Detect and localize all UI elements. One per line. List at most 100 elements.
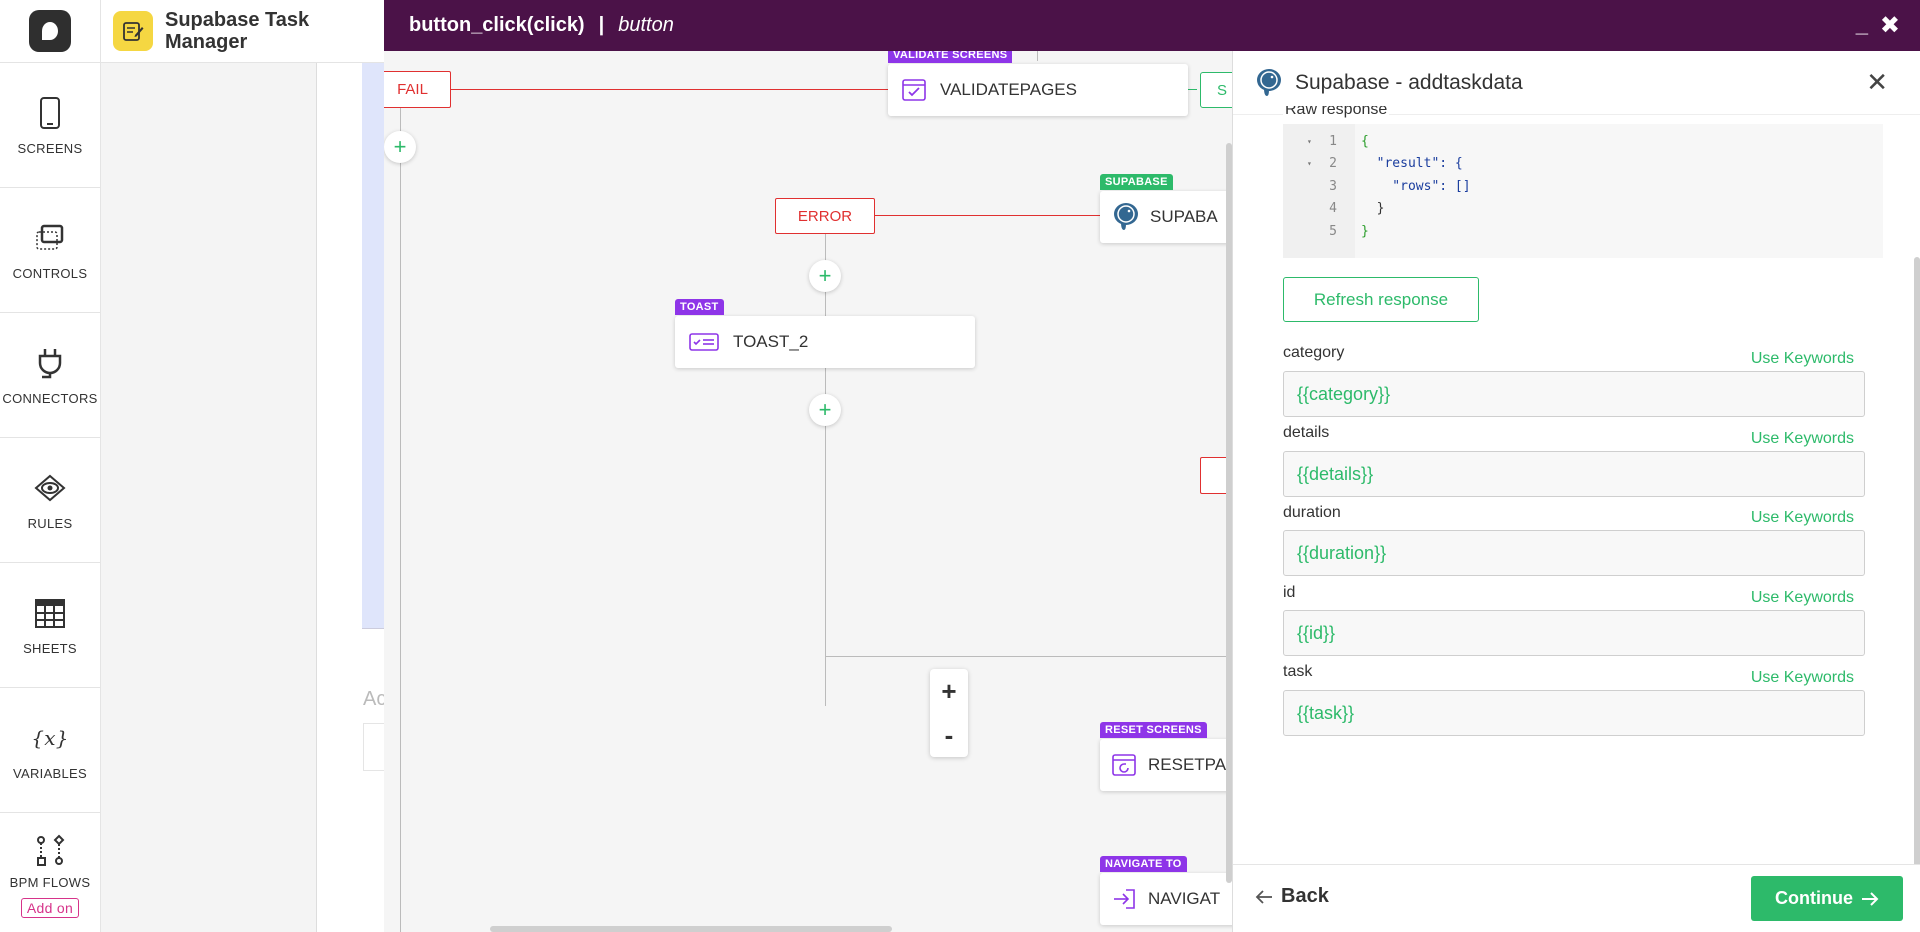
code-line: 5} [1283,220,1883,243]
sidebar-item-label: BPM FLOWS [9,875,91,890]
app-logo-icon[interactable] [29,10,71,52]
continue-label: Continue [1775,888,1853,908]
use-keywords-link[interactable]: Use Keywords [1750,589,1854,606]
raw-response-code[interactable]: ▾1{ ▾2 "result": { 3 "rows": [] 4 } 5} [1283,124,1883,258]
flow-canvas[interactable]: FAIL + VALIDATE SCREENS VALIDATEPAGES S … [384,51,1232,932]
node-label: NAVIGAT [1148,889,1221,908]
fold-toggle-icon[interactable]: ▾ [1307,136,1312,146]
code-lines: ▾1{ ▾2 "result": { 3 "rows": [] 4 } 5} [1283,130,1883,243]
supabase-node[interactable]: SUPABASE SUPABA [1100,174,1232,243]
flow-connector-line [1187,89,1197,90]
sidebar-item-controls[interactable]: CONTROLS [0,188,100,313]
code-text: "result": { [1361,156,1463,172]
code-line: ▾ 1 { [1283,130,1883,153]
fail-label: FAIL [397,81,428,98]
node-label: SUPABA [1150,207,1218,226]
sidebar-item-bpm-flows[interactable]: BPM FLOWS Add on [0,813,100,932]
error-label: ERROR [797,207,853,225]
add-step-button[interactable]: + [809,394,841,426]
use-keywords-link[interactable]: Use Keywords [1750,509,1854,526]
add-on-badge[interactable]: Add on [20,898,80,918]
code-text: { [1361,133,1369,149]
task-input[interactable]: {{task}} [1283,690,1865,736]
error-node[interactable]: ERROR [775,198,875,234]
sidebar-item-label: CONNECTORS [2,390,98,406]
success-node-partial[interactable]: S [1200,72,1232,108]
node-tag: NAVIGATE TO [1100,856,1187,872]
postgres-elephant-icon [1114,203,1138,230]
resetpages-node[interactable]: RESET SCREENS RESETPA [1100,722,1232,791]
node-tag: RESET SCREENS [1100,722,1207,738]
flow-horizontal-scrollbar[interactable] [490,926,892,932]
toast-message-icon [689,333,719,351]
eye-icon [34,474,66,501]
faded-background-text: Ac [363,688,387,710]
node-tag: TOAST [675,299,724,315]
flow-connector-line [825,656,1232,657]
table-icon [35,598,65,628]
svg-text:{x}: {x} [32,726,68,750]
back-button[interactable]: Back [1255,885,1329,908]
field-label-id: id [1283,584,1296,601]
fold-toggle-icon[interactable]: ▾ [1307,159,1312,169]
plug-icon [38,348,62,378]
tablet-icon [40,96,60,129]
zoom-in-button[interactable]: + [941,675,957,706]
category-input[interactable]: {{category}} [1283,371,1865,417]
navigate-arrow-icon [1114,889,1135,909]
details-input[interactable]: {{details}} [1283,451,1865,497]
sidebar-item-sheets[interactable]: SHEETS [0,563,100,688]
logo-box [0,0,100,63]
refresh-response-button[interactable]: Refresh response [1283,277,1479,322]
node-label: TOAST_2 [733,332,809,351]
sidebar-item-rules[interactable]: RULES [0,438,100,563]
zoom-out-button[interactable]: - [944,719,954,750]
node-tag: VALIDATE SCREENS [888,51,1013,63]
close-icon[interactable]: ✕ [1866,67,1888,97]
use-keywords-link[interactable]: Use Keywords [1750,669,1854,686]
sidebar-item-label: SCREENS [17,140,83,156]
duration-input[interactable]: {{duration}} [1283,530,1865,576]
use-keywords-link[interactable]: Use Keywords [1750,430,1854,447]
panel-scrollbar[interactable] [1914,257,1920,867]
flow-connector-line [1037,51,1038,61]
line-number: 3 [1329,178,1337,194]
app-title-bar: Supabase Task Manager [101,0,391,63]
sidebar-item-label: SHEETS [23,640,77,656]
use-keywords-link[interactable]: Use Keywords [1750,350,1854,367]
close-icon[interactable]: ✖ [1879,12,1900,39]
postgres-elephant-icon [1257,68,1281,96]
flow-editor-modal: button_click(click) | button _ ✖ FAIL + … [384,0,1920,932]
reset-screen-icon [1112,754,1136,776]
connector-config-panel: Supabase - addtaskdata ✕ ▾1{ ▾2 "result"… [1232,51,1920,932]
code-line: 4 } [1283,198,1883,221]
code-text: } [1361,223,1369,239]
modal-title: button_click(click) [409,14,585,36]
code-line: ▾2 "result": { [1283,153,1883,176]
title-separator: | [598,14,605,36]
add-step-button[interactable]: + [809,260,841,292]
field-label-category: category [1283,344,1345,361]
sidebar-item-label: RULES [27,515,73,531]
sidebar-item-screens[interactable]: SCREENS [0,63,100,188]
add-step-button[interactable]: + [384,131,416,163]
sidebar-item-variables[interactable]: {x} VARIABLES [0,688,100,813]
continue-button[interactable]: Continue [1751,876,1903,921]
toast-node[interactable]: TOAST TOAST_2 [675,299,975,368]
notepad-icon [113,11,153,51]
fail-node[interactable]: FAIL [384,71,451,108]
line-number: 1 [1329,133,1337,149]
validate-screen-icon [902,79,926,101]
id-input[interactable]: {{id}} [1283,610,1865,656]
navigate-node[interactable]: NAVIGATE TO NAVIGAT [1100,856,1232,925]
sidebar-item-connectors[interactable]: CONNECTORS [0,313,100,438]
arrow-right-icon [1862,891,1879,906]
validatepages-node[interactable]: VALIDATE SCREENS VALIDATEPAGES [888,51,1188,116]
flow-connector-line [825,232,826,706]
node-label: S [1217,81,1228,99]
flow-vertical-scrollbar[interactable] [1226,143,1232,883]
minimize-icon[interactable]: _ [1855,12,1868,37]
flow-connector-line [450,89,954,90]
left-sidebar: SCREENS CONTROLS CONNECTORS RULES SHEETS… [0,0,101,932]
node-tag: SUPABASE [1100,174,1173,190]
